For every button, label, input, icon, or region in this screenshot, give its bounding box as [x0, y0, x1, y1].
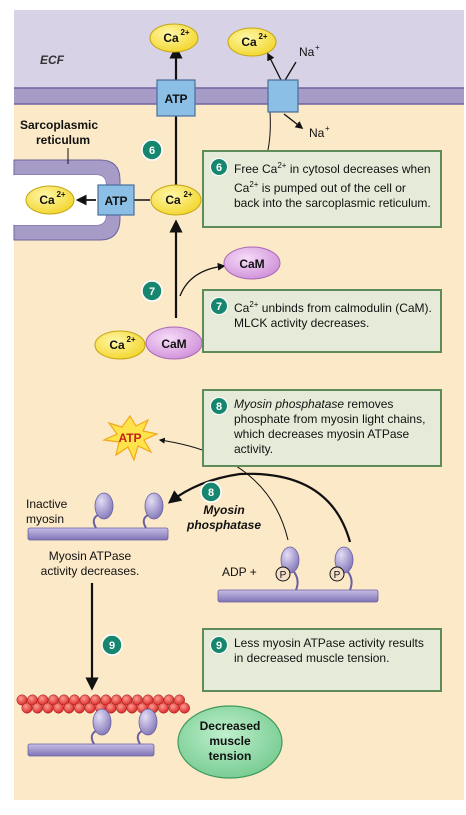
na-text: Na [299, 45, 315, 59]
step-badge-9-diagram: 9 [101, 634, 123, 656]
atp-pump-sr-label: ATP [104, 194, 127, 208]
actin-bead [179, 702, 190, 714]
svg-text:ATP: ATP [118, 431, 141, 445]
sr-label-line2: reticulum [36, 133, 90, 147]
na-ca-exchanger [267, 79, 299, 113]
ca-ion-cytosol: Ca 2+ [150, 184, 202, 216]
svg-text:6: 6 [149, 145, 155, 157]
na-text: Na [309, 126, 325, 140]
step-8-box: 8 Myosin phosphatase removes phosphate f… [202, 389, 442, 467]
svg-text:P: P [280, 570, 287, 581]
svg-text:P: P [334, 570, 341, 581]
step-badge-7-box: 7 [210, 297, 228, 315]
atp-pump-membrane [156, 79, 196, 117]
step-badge-8-diagram: 8 [200, 481, 222, 503]
na-ion-ecf: Na + [299, 43, 320, 59]
svg-text:CaM: CaM [239, 257, 264, 271]
phosphatase-label-line2: phosphatase [186, 518, 261, 532]
svg-text:2+: 2+ [183, 190, 192, 199]
step-badge-8-box: 8 [210, 397, 228, 415]
na-entry-line [283, 61, 297, 83]
ca-text: Ca [241, 35, 257, 49]
svg-text:muscle: muscle [209, 734, 251, 748]
ca-ion-ecf-2: Ca 2+ [227, 27, 277, 57]
atp-pump-sr [97, 184, 135, 216]
step-9-box: 9 Less myosin ATPase activity results in… [202, 628, 442, 692]
cam-free: CaM [223, 246, 281, 280]
step-badge-6-box: 6 [210, 158, 228, 176]
adp-plus-label: ADP + [222, 565, 257, 579]
na-sup: + [325, 124, 330, 133]
phosphatase-label-line1: Myosin [203, 503, 244, 517]
atp-pump-membrane-label: ATP [164, 92, 187, 106]
svg-text:2+: 2+ [56, 190, 65, 199]
sr-label-line1: Sarcoplasmic [20, 118, 98, 132]
svg-text:8: 8 [208, 487, 214, 499]
step-badge-6: 6 [141, 139, 163, 161]
step-7-box: 7 Ca2+ unbinds from calmodulin (CaM). ML… [202, 289, 442, 353]
ca-ion-ecf-1: Ca 2+ [149, 23, 199, 53]
svg-text:Ca: Ca [165, 193, 181, 207]
phosphorylated-myosin: P P [217, 546, 379, 603]
step-badge-9-box: 9 [210, 636, 228, 654]
cam-release-arrow [179, 262, 226, 297]
ca-sup: 2+ [180, 28, 189, 37]
svg-text:Decreased: Decreased [200, 719, 261, 733]
svg-text:Ca: Ca [39, 193, 55, 207]
na-sup: + [315, 43, 320, 52]
inactive-label-line1: Inactive [26, 497, 68, 511]
ca-ion-sr: Ca 2+ [25, 185, 75, 215]
ca-sup: 2+ [258, 32, 267, 41]
atpase-label-line2: activity decreases. [41, 564, 140, 578]
ca-exchange-arrow [267, 52, 283, 83]
decreased-tension-badge: Decreased muscle tension [177, 705, 283, 779]
actin-bead [174, 694, 185, 706]
na-entry-arrow [283, 113, 304, 129]
actin-filament [16, 694, 190, 714]
svg-text:9: 9 [109, 640, 115, 652]
na-ion-icf: Na + [309, 124, 330, 140]
step-badge-7: 7 [141, 280, 163, 302]
svg-text:Ca: Ca [109, 338, 125, 352]
relaxed-myosin [27, 708, 158, 757]
ca-text: Ca [163, 31, 179, 45]
svg-text:7: 7 [149, 286, 155, 298]
step-6-box: 6 Free Ca2+ in cytosol decreases when Ca… [202, 150, 442, 228]
svg-text:2+: 2+ [126, 335, 135, 344]
phosphatase-action-arrow [167, 472, 352, 543]
ecf-label: ECF [40, 53, 65, 67]
inactive-label-line2: myosin [26, 512, 64, 526]
ca-cam-complex: CaM Ca 2+ [94, 326, 203, 360]
cell-membrane [14, 88, 464, 104]
inactive-myosin [27, 492, 169, 541]
atpase-label-line1: Myosin ATPase [49, 549, 132, 563]
svg-text:tension: tension [209, 749, 252, 763]
svg-text:CaM: CaM [161, 337, 186, 351]
atp-burst: ATP [101, 414, 159, 462]
